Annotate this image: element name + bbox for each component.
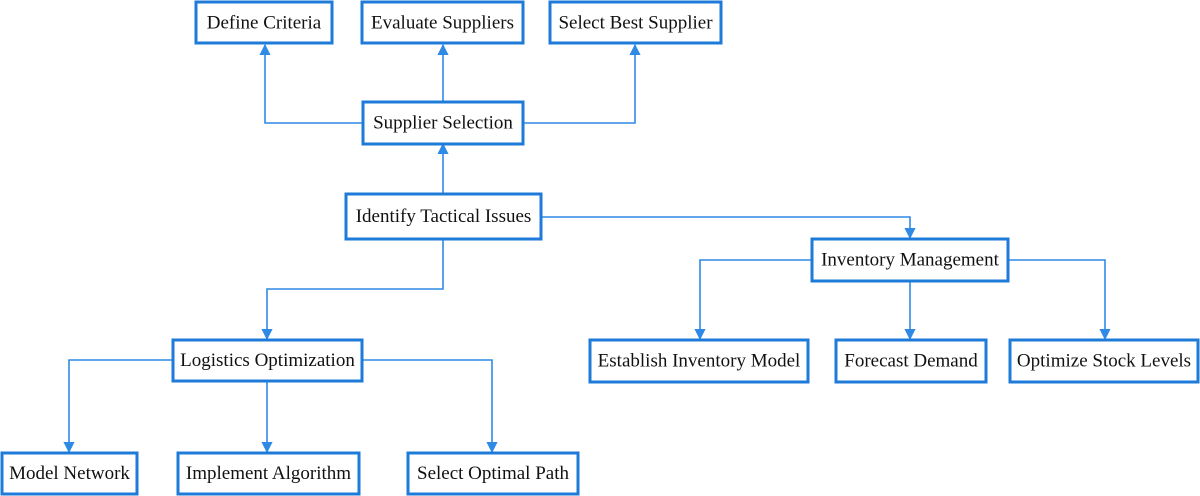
- node-define-criteria: Define Criteria: [194, 0, 334, 45]
- node-model-network: Model Network: [0, 451, 139, 496]
- connector-supplier-selection-to-select-best-supplier: [523, 43, 641, 124]
- node-logistics-optimization: Logistics Optimization: [171, 338, 364, 383]
- node-label: Identify Tactical Issues: [356, 206, 532, 227]
- node-label: Define Criteria: [207, 13, 322, 34]
- connector-logistics-optimization-to-select-optimal-path: [362, 359, 498, 454]
- node-implement-algorithm: Implement Algorithm: [176, 451, 361, 496]
- node-label: Inventory Management: [821, 250, 1000, 271]
- node-forecast-demand: Forecast Demand: [834, 338, 988, 384]
- connector-logistics-optimization-to-model-network: [63, 359, 173, 454]
- node-label: Model Network: [9, 463, 130, 484]
- node-label: Supplier Selection: [373, 113, 513, 134]
- connector-supplier-selection-to-define-criteria: [259, 43, 363, 124]
- node-label: Logistics Optimization: [180, 350, 355, 371]
- node-label: Evaluate Suppliers: [371, 13, 514, 34]
- node-evaluate-suppliers: Evaluate Suppliers: [360, 0, 525, 45]
- node-optimize-stock-levels: Optimize Stock Levels: [1008, 338, 1200, 384]
- connector-identify-to-logistics-optimization: [261, 240, 444, 341]
- connector-identify-to-inventory-management: [541, 216, 916, 240]
- node-select-best-supplier: Select Best Supplier: [548, 0, 723, 45]
- node-inventory-management: Inventory Management: [810, 237, 1010, 283]
- node-supplier-selection: Supplier Selection: [361, 100, 525, 146]
- node-establish-inventory-model: Establish Inventory Model: [588, 338, 810, 384]
- node-label: Optimize Stock Levels: [1017, 351, 1191, 372]
- connector-inventory-management-to-establish-inventory-model: [694, 259, 812, 341]
- connector-inventory-management-to-optimize-stock-levels: [1008, 259, 1111, 341]
- node-label: Forecast Demand: [844, 351, 978, 372]
- node-label: Implement Algorithm: [186, 463, 351, 484]
- node-label: Establish Inventory Model: [598, 351, 801, 372]
- node-identify-tactical-issues: Identify Tactical Issues: [344, 192, 543, 241]
- connectors: [63, 43, 1111, 454]
- node-label: Select Best Supplier: [558, 13, 713, 34]
- node-select-optimal-path: Select Optimal Path: [406, 451, 580, 496]
- node-label: Select Optimal Path: [417, 463, 569, 484]
